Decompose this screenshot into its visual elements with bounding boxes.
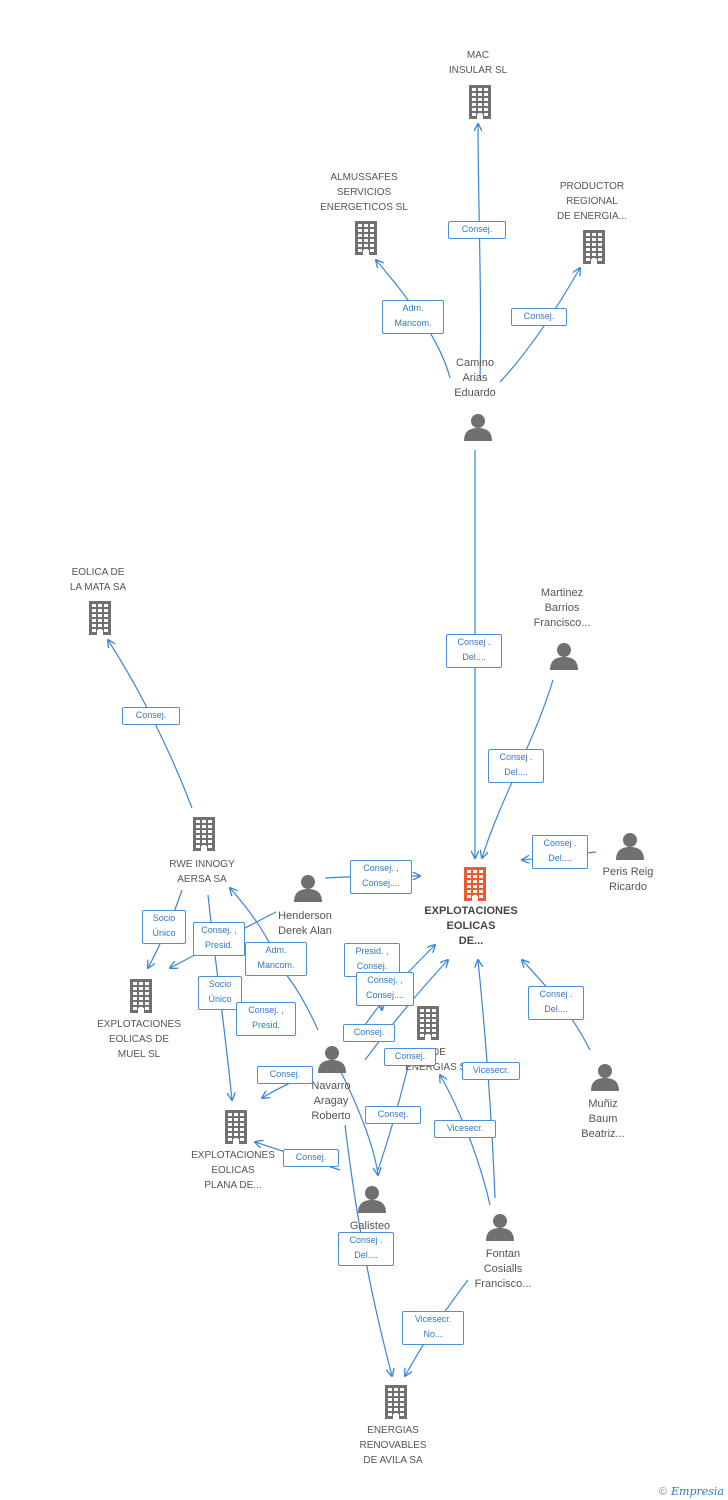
company-label[interactable]: RWE INNOGY AERSA SA — [169, 859, 235, 885]
relation-badge[interactable]: Consej. — [283, 1149, 339, 1167]
person-icon[interactable] — [549, 642, 579, 675]
person-icon[interactable] — [357, 1185, 387, 1218]
company-building-icon[interactable] — [466, 85, 494, 124]
company-building-icon[interactable] — [580, 230, 608, 269]
company-label[interactable]: EXPLOTACIONES EOLICAS DE... — [424, 905, 518, 947]
person-label[interactable]: Martinez Barrios Francisco... — [533, 587, 591, 629]
company-building-icon[interactable] — [382, 1385, 410, 1424]
person-icon[interactable] — [485, 1213, 515, 1246]
person-icon[interactable] — [615, 832, 645, 865]
company-building-icon[interactable] — [86, 601, 114, 640]
relation-badge[interactable]: Consej . Del.... — [338, 1232, 394, 1266]
company-label[interactable]: EXPLOTACIONES EOLICAS DE MUEL SL — [97, 1019, 181, 1060]
relation-edge — [339, 1069, 378, 1175]
brand-name[interactable]: Empresia — [671, 1485, 724, 1498]
relation-badge[interactable]: Consej . Del.... — [488, 749, 544, 783]
relation-badge[interactable]: Consej. — [448, 221, 506, 239]
company-building-icon[interactable] — [190, 817, 218, 856]
relation-badge[interactable]: Socio Único — [142, 910, 186, 944]
relation-badge[interactable]: Presid. , Consej. — [344, 943, 400, 977]
relation-badge[interactable]: Vicesecr. No... — [402, 1311, 464, 1345]
person-icon[interactable] — [463, 413, 493, 446]
relation-badge[interactable]: Consej. , Presid. — [236, 1002, 296, 1036]
company-building-icon[interactable] — [127, 979, 155, 1018]
company-label[interactable]: ALMUSSAFES SERVICIOS ENERGETICOS SL — [320, 172, 408, 213]
relation-edge — [440, 1075, 491, 1206]
company-building-icon[interactable] — [222, 1110, 250, 1149]
relation-badge[interactable]: Consej. — [122, 707, 180, 725]
company-building-icon[interactable] — [414, 1006, 442, 1045]
company-label[interactable]: EOLICA DE LA MATA SA — [69, 567, 127, 593]
person-label[interactable]: Navarro Aragay Roberto — [311, 1080, 351, 1122]
relation-badge[interactable]: Vicesecr. — [462, 1062, 520, 1080]
company-label[interactable]: EXPLOTACIONES EOLICAS PLANA DE... — [191, 1150, 275, 1191]
footer-brand: © Empresia — [659, 1485, 724, 1498]
relation-badge[interactable]: Vicesecr. — [434, 1120, 496, 1138]
relation-badge[interactable]: Consej. — [365, 1106, 421, 1124]
person-label[interactable]: Peris Reig Ricardo — [602, 866, 654, 893]
copyright-symbol: © — [658, 1486, 667, 1498]
person-icon[interactable] — [590, 1063, 620, 1096]
person-icon[interactable] — [293, 874, 323, 907]
relation-edge — [344, 1124, 392, 1376]
person-label[interactable]: Henderson Derek Alan — [278, 910, 332, 937]
person-label[interactable]: Fontan Cosialls Francisco... — [474, 1248, 532, 1290]
relation-badge[interactable]: Adm. Mancom. — [382, 300, 444, 334]
relation-badge[interactable]: Consej. , Presid. — [193, 922, 245, 956]
person-label[interactable]: Galisteo — [349, 1220, 391, 1232]
relation-badge[interactable]: Consej . Del.... — [528, 986, 584, 1020]
person-icon[interactable] — [317, 1045, 347, 1078]
relation-badge[interactable]: Consej. , Consej.... — [356, 972, 414, 1006]
relation-badge[interactable]: Consej. — [511, 308, 567, 326]
relation-edge — [499, 268, 580, 383]
relation-edge — [478, 124, 481, 379]
company-label[interactable]: PRODUCTOR REGIONAL DE ENERGIA... — [556, 181, 628, 222]
relation-badge[interactable]: Consej. , Consej.... — [350, 860, 412, 894]
relation-badge[interactable]: Consej . Del.... — [446, 634, 502, 668]
person-label[interactable]: Muñiz Baum Beatriz... — [581, 1098, 625, 1140]
company-building-icon[interactable] — [352, 221, 380, 260]
relation-badge[interactable]: Adm. Mancom. — [245, 942, 307, 976]
relation-badge[interactable]: Socio Único — [198, 976, 242, 1010]
relation-badge[interactable]: Consej . Del.... — [532, 835, 588, 869]
company-label[interactable]: MAC INSULAR SL — [448, 50, 508, 76]
relation-badge[interactable]: Consej. — [257, 1066, 313, 1084]
relation-badge[interactable]: Consej. — [384, 1048, 436, 1066]
relation-badge[interactable]: Consej. — [343, 1024, 395, 1042]
relation-edge — [364, 960, 448, 1061]
company-label[interactable]: ENERGIAS RENOVABLES DE AVILA SA — [359, 1425, 427, 1466]
main-company-building-icon[interactable] — [461, 867, 489, 906]
person-label[interactable]: Camino Arias Eduardo — [454, 357, 496, 399]
relation-edge — [230, 888, 271, 945]
